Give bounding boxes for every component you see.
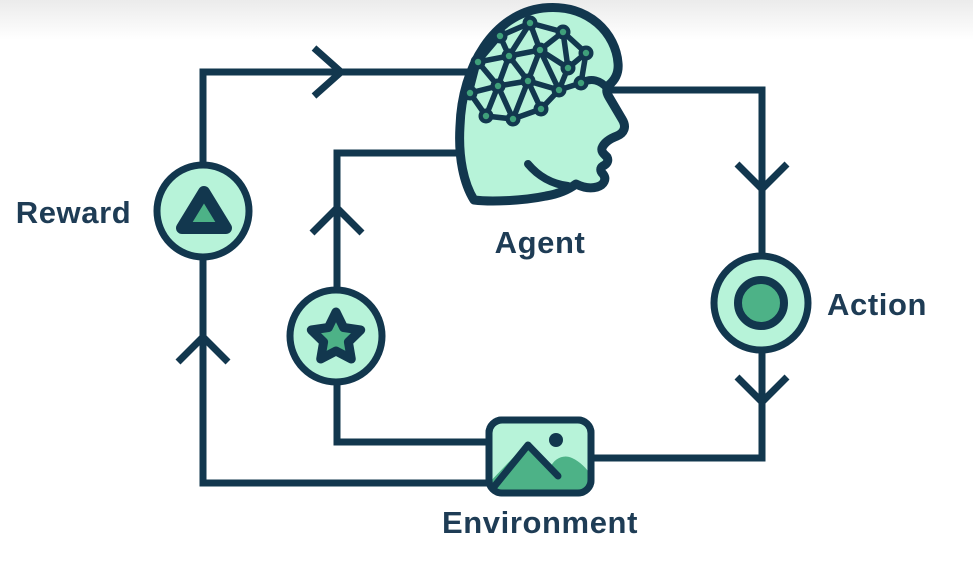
reward-badge [153, 161, 253, 261]
arrow-up-icon [309, 203, 365, 236]
arrow-down-icon [734, 374, 790, 407]
jaw-line [524, 160, 572, 190]
sun-dot-icon [549, 433, 563, 447]
connector-environment-to-agent-outer [175, 45, 489, 487]
agent-brain-head-icon [455, 3, 629, 206]
agent-label: Agent [494, 225, 586, 260]
mountain-icon [489, 441, 562, 492]
action-badge [710, 252, 812, 354]
dot-circle-icon [734, 276, 788, 330]
environment-image-icon [485, 416, 595, 497]
neural-network-icon [462, 15, 594, 127]
connector-agent-to-environment [592, 86, 790, 462]
arrow-right-icon [311, 45, 347, 99]
arrow-down-icon [734, 161, 790, 194]
environment-label: Environment [441, 505, 639, 540]
state-badge [286, 286, 386, 386]
arrow-up-icon [175, 332, 231, 365]
star-icon [306, 307, 366, 364]
triangle-icon [176, 186, 232, 234]
reward-label: Reward [15, 195, 132, 230]
action-label: Action [827, 287, 928, 322]
